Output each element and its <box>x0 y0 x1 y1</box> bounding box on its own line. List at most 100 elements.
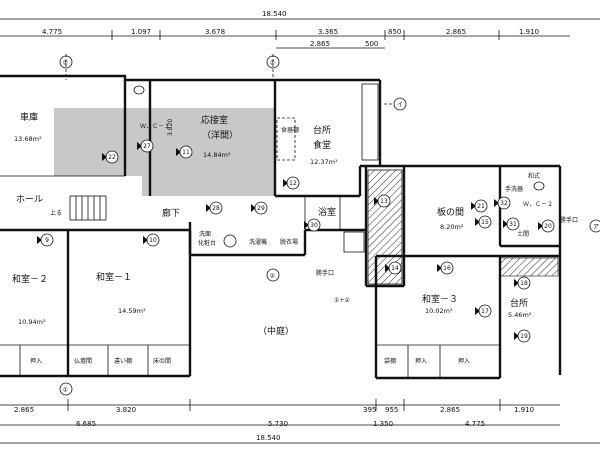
photo-tag-circle <box>388 261 402 275</box>
back-door-label-2: 勝手口 <box>316 269 334 277</box>
room-washitsu-3-area: 10.02m² <box>425 307 453 315</box>
doma-label: 土間 <box>517 230 529 238</box>
room-washitsu-1-area: 14.59m² <box>118 307 146 315</box>
photo-tag-number: 32 <box>500 200 508 207</box>
photo-direction-arrow <box>471 202 476 210</box>
photo-tag: 14 <box>385 261 402 275</box>
room-washitsu-2: 和室－２ <box>12 273 48 285</box>
photo-direction-arrow <box>503 220 508 228</box>
storage-oshiire-3: 押入 <box>458 357 470 365</box>
dim-bottom-4: 955 <box>385 406 398 414</box>
grid-marker-1-top <box>59 55 73 69</box>
grid-marker-2-mid <box>266 268 280 282</box>
dim-top-seg-7: 1.910 <box>519 28 539 36</box>
toilet-icon <box>133 85 145 95</box>
photo-tag-circle <box>40 233 54 247</box>
section-note: ①+② <box>334 297 350 304</box>
room-garage-area: 13.68m² <box>14 135 42 143</box>
grid-label-2-mid: ② <box>270 273 276 280</box>
photo-direction-arrow <box>176 148 181 156</box>
photo-direction-arrow <box>475 307 480 315</box>
photo-tag-number: 14 <box>391 265 399 272</box>
photo-tag-number: 17 <box>481 308 489 315</box>
photo-tag: 15 <box>475 215 492 229</box>
grid-marker-2-top <box>266 55 280 69</box>
cupboard <box>276 117 296 161</box>
photo-direction-arrow <box>102 153 107 161</box>
photo-direction-arrow <box>475 218 480 226</box>
grid-label-2-top: ② <box>270 60 276 67</box>
kitchen-counter <box>361 83 379 161</box>
photo-tag: 12 <box>283 176 300 190</box>
bottom-dimensions: 2.865 3.820 395 955 2.865 1.910 6.685 5.… <box>0 399 600 444</box>
photo-tag: 32 <box>494 196 511 210</box>
dim-top-sub-1: 2.865 <box>310 40 330 48</box>
photo-tag: 29 <box>251 201 268 215</box>
photo-tag: 11 <box>176 145 193 159</box>
photo-tag-number: 10 <box>149 237 157 244</box>
room-bath: 浴室 <box>318 206 336 218</box>
photo-tag-circle <box>179 145 193 159</box>
dim-top-seg-1: 4.775 <box>42 28 62 36</box>
photo-tag: 27 <box>137 139 154 153</box>
photo-tag: 9 <box>37 233 54 247</box>
photo-tag-number: 12 <box>289 180 297 187</box>
dim-top-sub-2: 500 <box>365 40 378 48</box>
storage-butsudan: 仏壇間 <box>74 357 92 365</box>
photo-tag-number: 19 <box>520 333 528 340</box>
photo-direction-arrow <box>538 222 543 230</box>
storage-tokonoma: 床の間 <box>153 357 171 365</box>
room-dressing: 脱衣場 <box>280 238 298 246</box>
room-kitchen-sub: 食堂 <box>313 139 331 151</box>
photo-tag-circle <box>497 196 511 210</box>
room-reception-area: 14.84m² <box>203 151 231 159</box>
dim-top-seg-4: 3.365 <box>318 28 338 36</box>
photo-tag: 22 <box>102 150 119 164</box>
photo-direction-arrow <box>283 179 288 187</box>
room-kitchen-2-area: 5.46m² <box>508 311 532 319</box>
photo-tag-circle <box>105 150 119 164</box>
walls <box>0 74 562 380</box>
room-washroom: 洗面 <box>199 230 211 238</box>
room-washitsu-2-area: 10.94m² <box>18 318 46 326</box>
photo-direction-arrow <box>37 236 42 244</box>
room-reception: 応接室 <box>201 114 228 126</box>
room-hall: ホール <box>16 194 43 205</box>
photo-tag-circle <box>307 218 321 232</box>
dim-top-seg-2: 1.097 <box>131 28 151 36</box>
photo-direction-arrow <box>385 264 390 272</box>
photo-tag: 31 <box>503 217 520 231</box>
dim-top-seg-3: 3.678 <box>205 28 225 36</box>
photo-tag-circle <box>506 217 520 231</box>
grid-label-1-bottom: ① <box>63 387 68 394</box>
dim-bottom-6: 1.910 <box>514 406 534 414</box>
photo-tag-circle <box>440 261 454 275</box>
grid-label-i: イ <box>397 102 403 109</box>
photo-tag: 28 <box>206 201 223 215</box>
photo-tag: 30 <box>304 218 321 232</box>
back-door-label: 勝手口 <box>560 216 578 224</box>
grid-marker-a <box>589 219 600 233</box>
dim-bottom-2: 3.820 <box>116 406 136 414</box>
storage-chigai: 違い棚 <box>114 357 132 365</box>
ceiling-marker: 3.820 <box>167 119 174 136</box>
top-dimensions: 18.540 4.775 1.097 3.678 3.365 850 2.865… <box>0 10 600 49</box>
room-vanity: 化粧台 <box>198 239 216 247</box>
photo-direction-arrow <box>304 221 309 229</box>
photo-tag-number: 30 <box>310 222 318 229</box>
photo-tag-number: 11 <box>182 149 190 156</box>
grid-marker-i <box>393 97 407 111</box>
storage-fukurodana: 袋棚 <box>384 357 396 365</box>
staircase <box>69 195 107 221</box>
room-laundry: 洗濯機 <box>249 238 267 246</box>
photo-tag-circle <box>517 276 531 290</box>
photo-tag-circle <box>474 199 488 213</box>
room-board: 板の間 <box>437 206 464 218</box>
photo-tag-number: 13 <box>380 198 388 205</box>
storage-row-left <box>19 345 149 376</box>
room-garage: 車庫 <box>20 111 38 123</box>
room-reception-sub: （洋間） <box>202 129 238 141</box>
photo-tag: 19 <box>514 329 531 343</box>
